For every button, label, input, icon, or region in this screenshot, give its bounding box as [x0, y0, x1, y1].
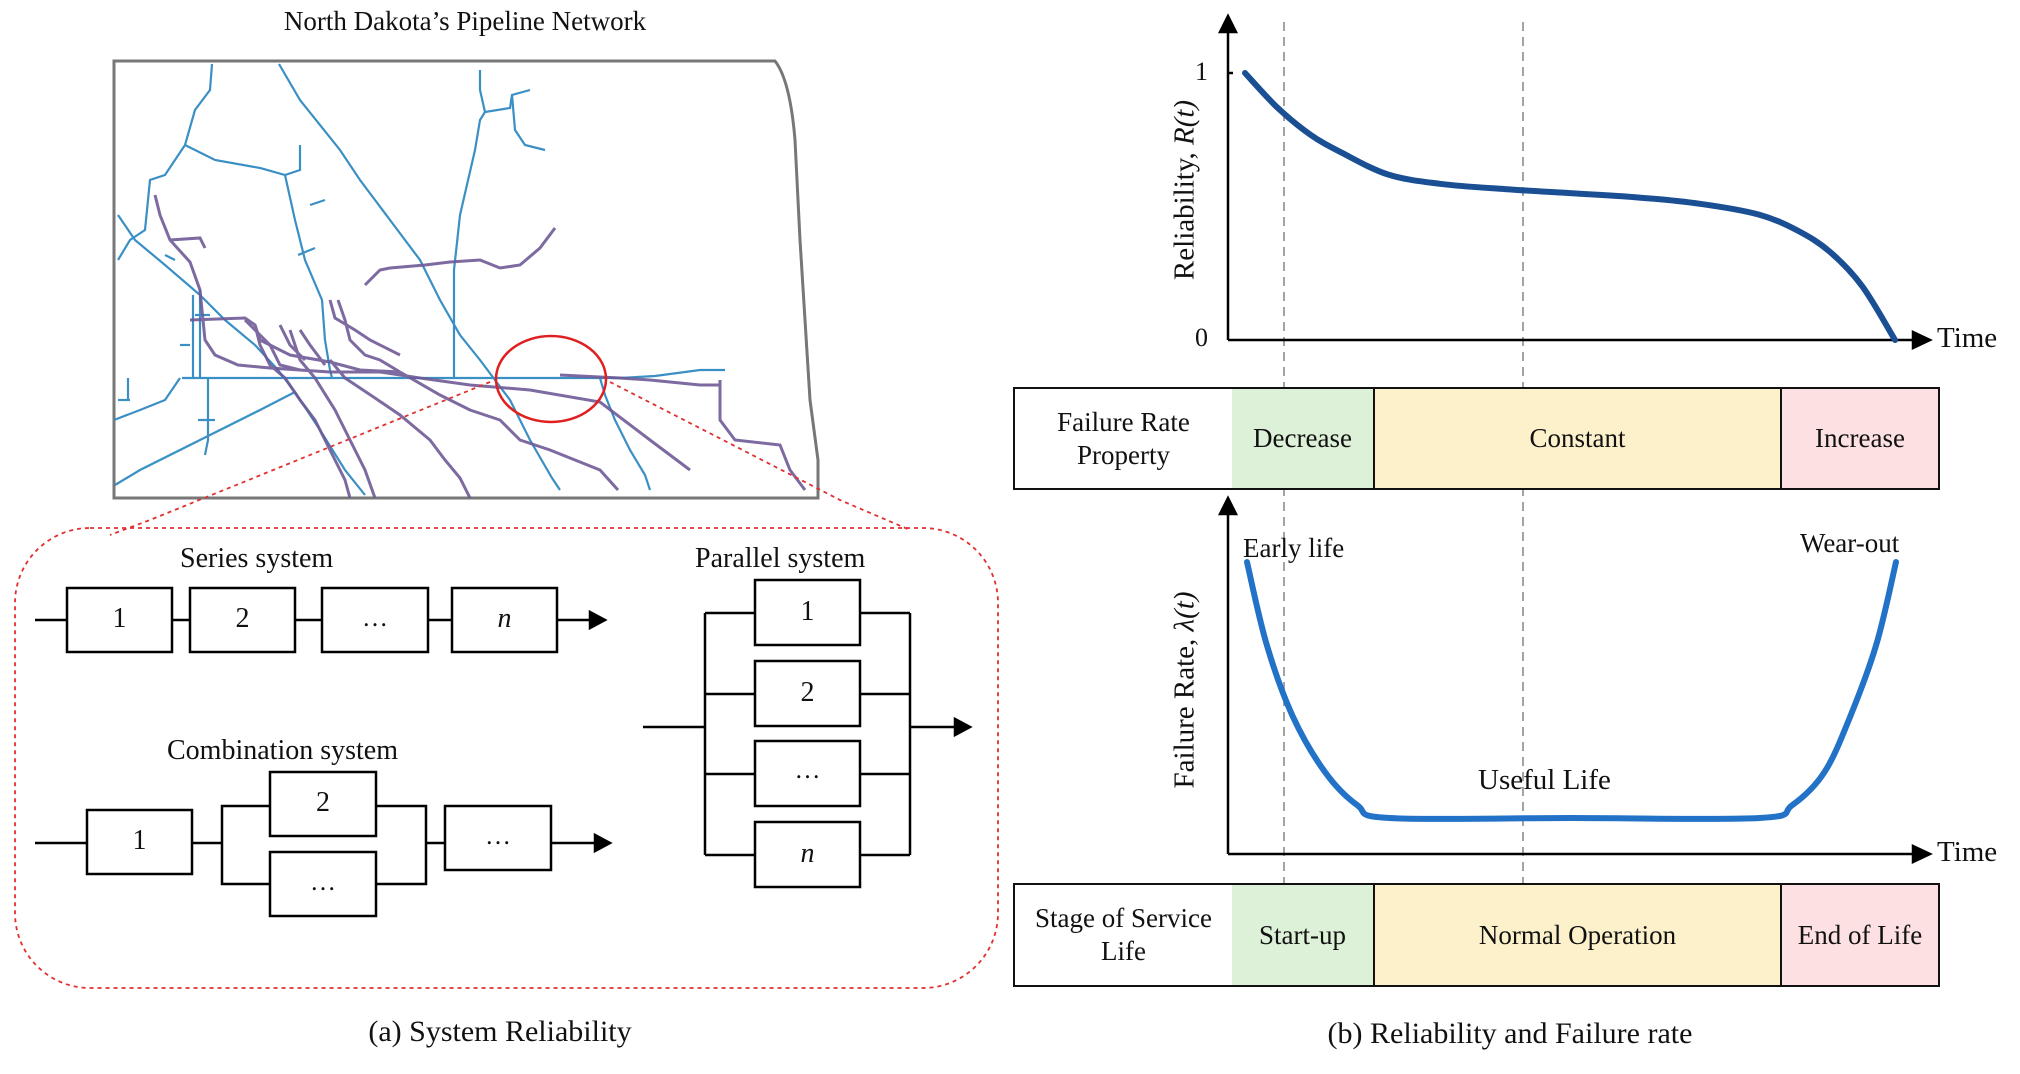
- parallel-block-ellipsis: …: [794, 755, 821, 784]
- failure-rate-ylabel: Failure Rate, λ(t): [1169, 592, 1202, 789]
- reliability-ytick-0: 0: [1195, 323, 1208, 352]
- failure-rate-xlabel: Time: [1937, 836, 1998, 868]
- combination-block-ellipsis-parallel: …: [310, 867, 336, 896]
- failure-rate-ylabel-var: λ(t): [1168, 591, 1201, 632]
- annotation-early-life: Early life: [1243, 533, 1345, 563]
- map-border: [112, 59, 820, 500]
- parallel-block-1: 1: [800, 596, 815, 627]
- combination-system-title: Combination system: [167, 735, 398, 766]
- stage-cell-normal-operation: Normal Operation: [1373, 883, 1782, 987]
- phase-cell-constant: Constant: [1373, 387, 1782, 490]
- reliability-ylabel: Reliability, R(t): [1169, 100, 1202, 280]
- pipelines-purple: [153, 194, 807, 499]
- reliability-axes: [1217, 13, 1933, 350]
- subsystem-region: [14, 527, 999, 989]
- phase-cell-decrease: Decrease: [1232, 387, 1375, 490]
- combination-block-ellipsis-series: …: [485, 821, 511, 850]
- series-block-1: 1: [112, 603, 127, 634]
- panel-a-caption: (a) System Reliability: [368, 1015, 632, 1048]
- pipeline-map: [112, 59, 820, 500]
- reliability-ylabel-prefix: Reliability,: [1168, 145, 1201, 281]
- parallel-block-n: n: [800, 838, 815, 869]
- combination-system-diagram: [35, 770, 613, 918]
- parallel-system-title: Parallel system: [695, 543, 866, 574]
- reliability-xlabel: Time: [1937, 322, 1998, 354]
- series-system-title: Series system: [180, 543, 334, 574]
- panel-b-caption: (b) Reliability and Failure rate: [1327, 1017, 1693, 1050]
- series-block-2: 2: [235, 603, 250, 634]
- series-block-n: n: [497, 603, 512, 634]
- parallel-system-diagram: [643, 578, 973, 889]
- failure-rate-ylabel-prefix: Failure Rate,: [1168, 631, 1201, 789]
- failure-rate-bathtub-curve: [1244, 559, 1899, 822]
- combination-block-2: 2: [316, 787, 330, 818]
- combination-block-1: 1: [132, 825, 147, 856]
- stage-cell-start-up: Start-up: [1232, 883, 1375, 987]
- reliability-curve: [1242, 70, 1898, 343]
- zoom-line-right: [609, 381, 911, 531]
- failure-rate-axes: [1217, 495, 1933, 864]
- parallel-block-2: 2: [800, 677, 815, 708]
- annotation-wear-out: Wear-out: [1800, 528, 1900, 558]
- stage-cell-end-of-life: End of Life: [1780, 883, 1940, 987]
- annotation-useful-life: Useful Life: [1478, 764, 1611, 796]
- failure-rate-property-label: Failure Rate Property: [1013, 387, 1234, 490]
- map-title: North Dakota’s Pipeline Network: [283, 6, 647, 36]
- reliability-ylabel-var: R(t): [1168, 99, 1201, 146]
- phase-cell-increase: Increase: [1780, 387, 1940, 490]
- series-block-ellipsis: …: [362, 603, 388, 632]
- highlight-circle: [494, 334, 608, 424]
- reliability-ytick-1: 1: [1195, 57, 1208, 86]
- zoom-line-left: [109, 381, 491, 536]
- series-system-diagram: [35, 586, 608, 654]
- service-life-label: Stage of Service Life: [1013, 883, 1234, 987]
